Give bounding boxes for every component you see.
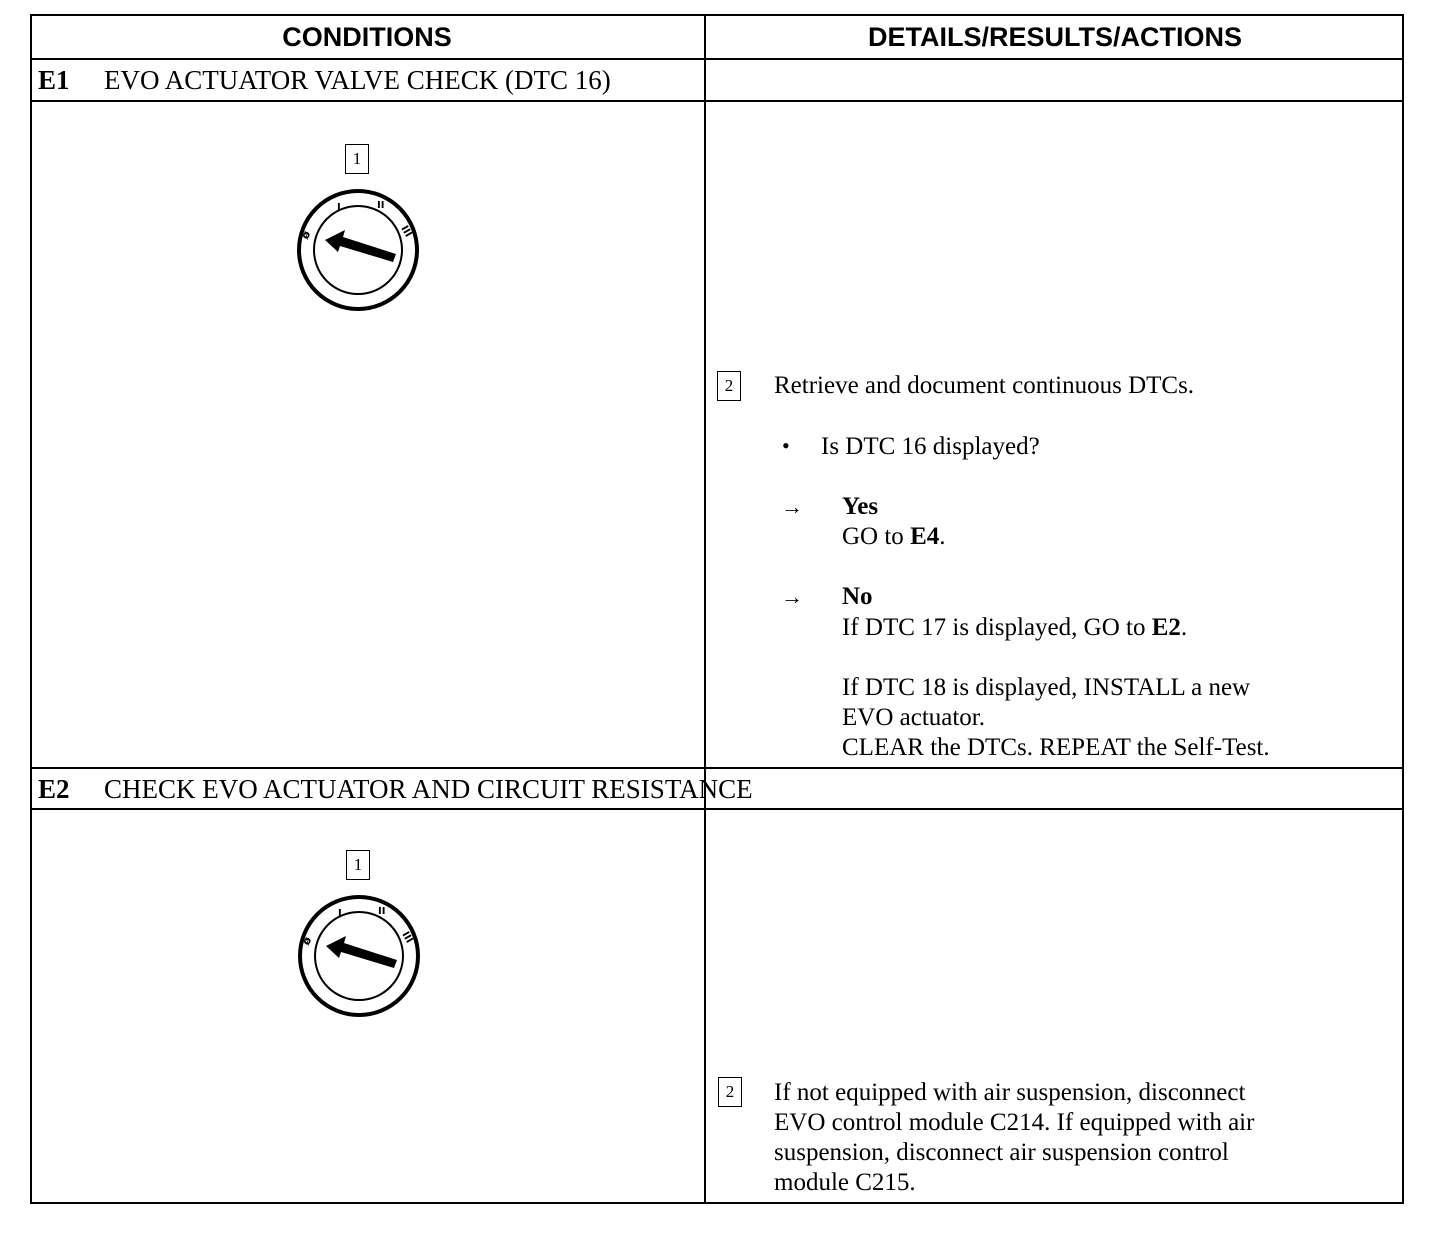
ignition-key-off-icon: ø I II III bbox=[297, 189, 419, 311]
e1-condition-step-number: 1 bbox=[345, 144, 369, 174]
svg-text:III: III bbox=[398, 224, 413, 239]
e1-no-label: No bbox=[842, 583, 873, 610]
e2-section-title: E2 CHECK EVO ACTUATOR AND CIRCUIT RESIST… bbox=[38, 769, 1038, 809]
e1-question-bullet: • bbox=[782, 433, 790, 458]
e1-yes-action: GO to E4. bbox=[842, 523, 946, 550]
svg-text:I: I bbox=[337, 202, 341, 213]
e2-top-rule bbox=[30, 767, 1404, 769]
e1-no-action-line2: If DTC 18 is displayed, INSTALL a new bbox=[842, 674, 1251, 701]
e1-section-number: E1 bbox=[38, 64, 70, 95]
svg-text:II: II bbox=[378, 906, 385, 917]
svg-text:II: II bbox=[377, 200, 384, 211]
e2-title-rule bbox=[30, 808, 1404, 810]
e2-action-line3: suspension, disconnect air suspension co… bbox=[774, 1139, 1229, 1166]
e2-condition-step-number: 1 bbox=[346, 850, 370, 880]
svg-text:III: III bbox=[399, 930, 414, 945]
details-header: DETAILS/RESULTS/ACTIONS bbox=[867, 21, 1242, 52]
header-rule bbox=[30, 58, 1404, 60]
e1-no-action-line1: If DTC 17 is displayed, GO to E2. bbox=[842, 614, 1188, 641]
e1-yes-arrow: → bbox=[781, 494, 803, 519]
e1-action-step-number: 2 bbox=[717, 371, 741, 401]
e2-section-number: E2 bbox=[38, 773, 70, 804]
e1-title-rule bbox=[30, 100, 1404, 102]
e1-yes-label: Yes bbox=[842, 493, 879, 520]
e1-question: Is DTC 16 displayed? bbox=[821, 433, 1040, 460]
e2-section-heading: CHECK EVO ACTUATOR AND CIRCUIT RESISTANC… bbox=[104, 773, 753, 804]
svg-text:I: I bbox=[338, 908, 342, 919]
e2-action-step-number: 2 bbox=[718, 1077, 742, 1107]
e2-action-line2: EVO control module C214. If equipped wit… bbox=[774, 1109, 1255, 1136]
conditions-header: CONDITIONS bbox=[282, 21, 452, 52]
e1-no-action-line3: EVO actuator. bbox=[842, 704, 986, 731]
procedure-table bbox=[30, 14, 1404, 1204]
ignition-key-off-icon: ø I II III bbox=[298, 895, 420, 1017]
e1-action-text: Retrieve and document continuous DTCs. bbox=[774, 372, 1195, 399]
e1-section-title: E1 EVO ACTUATOR VALVE CHECK (DTC 16) bbox=[38, 60, 698, 100]
e1-no-arrow: → bbox=[781, 584, 803, 609]
e2-action-line4: module C215. bbox=[774, 1169, 916, 1196]
e1-no-action-line4: CLEAR the DTCs. REPEAT the Self-Test. bbox=[842, 734, 1270, 761]
column-divider bbox=[704, 14, 706, 1204]
e2-action-line1: If not equipped with air suspension, dis… bbox=[774, 1079, 1246, 1106]
e1-section-heading: EVO ACTUATOR VALVE CHECK (DTC 16) bbox=[104, 64, 611, 95]
